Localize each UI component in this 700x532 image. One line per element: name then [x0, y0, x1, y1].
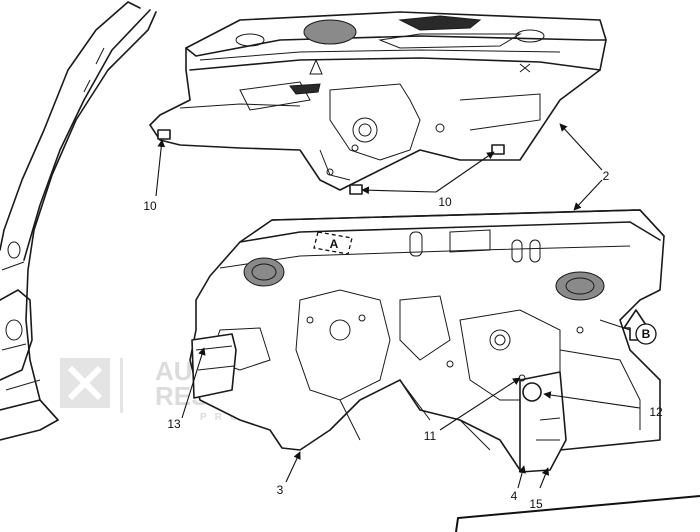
callout-4: 4 [511, 489, 518, 503]
callout-11: 11 [424, 429, 437, 443]
page-frame-corner [455, 495, 700, 532]
firewall-panel [189, 209, 665, 473]
callout-2: 2 [603, 169, 610, 183]
view-marker-b: B [623, 309, 657, 345]
callout-15: 15 [529, 497, 543, 511]
callout-numbers: 10 10 2 13 3 11 12 4 15 [143, 169, 663, 511]
callout-13: 13 [167, 417, 181, 431]
watermark-logo-icon [60, 358, 123, 413]
view-marker-b-label: B [642, 327, 651, 341]
upper-dash-panel [149, 11, 607, 195]
a-pillar-frame [0, 1, 157, 441]
view-marker-a-label: A [330, 237, 339, 251]
callout-3: 3 [277, 483, 284, 497]
callout-10-mid: 10 [438, 195, 452, 209]
callout-10-left: 10 [143, 199, 157, 213]
callout-12: 12 [649, 405, 663, 419]
view-marker-a: A [313, 231, 353, 255]
leader-lines [155, 123, 641, 489]
